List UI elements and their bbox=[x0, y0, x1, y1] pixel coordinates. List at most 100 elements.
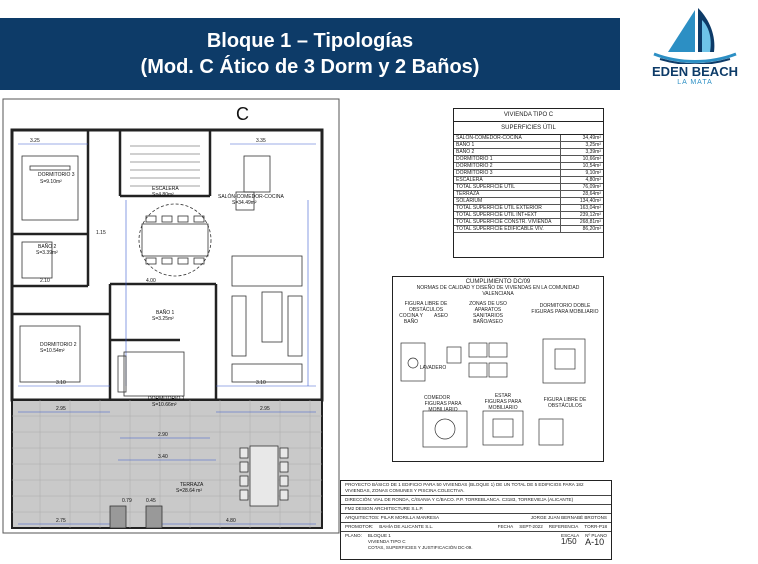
room-area-bano-2: S=3.39m² bbox=[36, 250, 58, 256]
escala: 1/50 bbox=[561, 537, 577, 546]
norms-label: FIGURA LIBRE DE OBSTÁCULOS bbox=[543, 397, 587, 409]
norms-label: COMEDOR bbox=[423, 395, 451, 401]
room-area-terraza: S=28.64 m² bbox=[176, 488, 202, 494]
floor-plan: C bbox=[2, 98, 340, 534]
room-label-bano-2: BAÑO 2 bbox=[38, 243, 57, 250]
dim-label: 2.90 bbox=[158, 432, 168, 438]
sailboat-icon bbox=[653, 8, 737, 66]
surface-label: BAÑO 2 bbox=[454, 148, 561, 156]
room-area-salon: S=34.49m² bbox=[232, 200, 257, 206]
dim-label: 3.10 bbox=[256, 380, 266, 386]
norms-label: FIGURA LIBRE DE OBSTÁCULOS bbox=[404, 301, 448, 313]
promoter-label: PROMOTOR: bbox=[345, 524, 374, 529]
surface-label: ESCALERA bbox=[454, 176, 561, 184]
surface-label: TOTAL SUPERFICIE EDIFICABLE VIV. bbox=[454, 225, 561, 233]
room-label-terraza: TERRAZA bbox=[180, 482, 204, 488]
surfaces-subtitle: SUPERFICIES ÚTIL bbox=[454, 122, 603, 135]
room-label-bano-1: BAÑO 1 bbox=[156, 309, 175, 316]
surface-label: DORMITORIO 3 bbox=[454, 169, 561, 177]
promoter: BAHÍA DE ALICANTE S.L. bbox=[379, 524, 434, 529]
norms-label: ZONAS DE USO APARATOS SANITARIOS bbox=[469, 301, 507, 319]
norms-label: COCINA Y BAÑO bbox=[399, 313, 423, 325]
plano-no: A-10 bbox=[585, 537, 605, 547]
page-title: Bloque 1 – Tipologías (Mod. C Ático de 3… bbox=[0, 28, 620, 80]
room-label-dormitorio-2: DORMITORIO 2 bbox=[40, 342, 77, 348]
surface-label: TOTAL SUPERFICIE ÚTIL INT+EXT bbox=[454, 211, 561, 219]
plano-line-3: COTAS, SUPERFICIES Y JUSTIFICACIÓN DC-09… bbox=[367, 545, 473, 550]
title-banner: Bloque 1 – Tipologías (Mod. C Ático de 3… bbox=[0, 18, 620, 90]
surface-value: 76,09m² bbox=[560, 183, 603, 191]
norms-label: LAVADERO bbox=[419, 365, 447, 371]
norms-label: FIGURAS PARA MOBILIARIO bbox=[531, 309, 599, 315]
logo-subtitle: LA MATA bbox=[677, 79, 713, 86]
room-label-escalera: ESCALERA bbox=[152, 186, 179, 192]
dim-label: 2.95 bbox=[56, 406, 66, 412]
room-area-bano-1: S=3.25m² bbox=[152, 316, 174, 322]
surface-value: 10,54m² bbox=[560, 162, 603, 170]
surface-label: TOTAL SUPERFICIE ÚTIL EXTERIOR bbox=[454, 204, 561, 212]
norms-label: FIGURAS PARA MOBILIARIO bbox=[424, 401, 462, 413]
dim-label: 2.95 bbox=[260, 406, 270, 412]
surface-label: TOTAL SUPERFICIE ÚTIL bbox=[454, 183, 561, 191]
room-area-dormitorio-1: S=10.66m² bbox=[152, 402, 177, 408]
surface-value: 3,25m² bbox=[560, 141, 603, 149]
surface-value: 239,12m² bbox=[560, 211, 603, 219]
dim-label: 3.35 bbox=[256, 138, 266, 144]
room-label-dormitorio-1: DORMITORIO 1 bbox=[148, 396, 185, 402]
architects: ARQUITECTOS: PILAR MORILLA MANRESA bbox=[345, 515, 440, 520]
surface-value: 268,81m² bbox=[560, 218, 603, 226]
dim-label: 2.75 bbox=[56, 518, 66, 524]
dim-label: 0.45 bbox=[146, 498, 156, 504]
logo-name: EDEN BEACH bbox=[652, 64, 738, 79]
surface-value: 9,10m² bbox=[560, 169, 603, 177]
surface-value: 163,04m² bbox=[560, 204, 603, 212]
surface-value: 3,39m² bbox=[560, 148, 603, 156]
norms-label: FIGURAS PARA MOBILIARIO bbox=[484, 399, 522, 411]
surface-label: BAÑO 1 bbox=[454, 141, 561, 149]
plano-label: PLANO: bbox=[345, 533, 362, 538]
surfaces-table: VIVIENDA TIPO C SUPERFICIES ÚTIL SALÓN-C… bbox=[453, 108, 604, 258]
surface-label: SOLÁRIUM bbox=[454, 197, 561, 205]
surface-value: 34,49m² bbox=[560, 135, 603, 142]
norms-diagrams bbox=[400, 338, 586, 448]
norms-title: CUMPLIMIENTO DC/09 bbox=[465, 279, 531, 285]
brand-logo: EDEN BEACH LA MATA bbox=[640, 6, 750, 92]
dim-label: 4.80 bbox=[226, 518, 236, 524]
ref: TORR-P18 bbox=[584, 524, 607, 529]
surface-label: DORMITORIO 1 bbox=[454, 155, 561, 163]
plano-line-1: BLOQUE 1 bbox=[367, 533, 391, 538]
surface-value: 86,20m² bbox=[560, 225, 603, 233]
room-area-dormitorio-2: S=10.54m² bbox=[40, 348, 65, 354]
norms-label: ASEO bbox=[434, 313, 448, 319]
title-line-1: Bloque 1 – Tipologías bbox=[206, 30, 414, 52]
room-label-dormitorio-3: DORMITORIO 3 bbox=[38, 172, 75, 178]
surface-value: 4,80m² bbox=[560, 176, 603, 184]
project-description: PROYECTO BÁSICO DE 1 EDIFICIO PARA 50 VI… bbox=[341, 481, 611, 496]
surface-label: TERRAZA bbox=[454, 190, 561, 198]
norms-subtitle: NORMAS DE CALIDAD Y DISEÑO DE VIVIENDAS … bbox=[416, 285, 580, 297]
dim-label: 3.25 bbox=[30, 138, 40, 144]
fecha: SEPT-2022 bbox=[519, 524, 543, 529]
dim-label: 3.10 bbox=[56, 380, 66, 386]
plano-line-2: VIVIENDA TIPO C bbox=[367, 539, 406, 544]
dc09-compliance-box: CUMPLIMIENTO DC/09 NORMAS DE CALIDAD Y D… bbox=[392, 276, 604, 462]
dim-label: 1.15 bbox=[96, 230, 106, 236]
surface-value: 10,66m² bbox=[560, 155, 603, 163]
architecture-firm: FM2 DESIGN ARCHITECTURE S.L.P. bbox=[345, 506, 424, 511]
plan-letter: C bbox=[236, 104, 249, 124]
title-block: PROYECTO BÁSICO DE 1 EDIFICIO PARA 50 VI… bbox=[340, 480, 612, 560]
surfaces-title: VIVIENDA TIPO C bbox=[454, 109, 603, 122]
room-area-dormitorio-3: S=9.10m² bbox=[40, 179, 62, 185]
